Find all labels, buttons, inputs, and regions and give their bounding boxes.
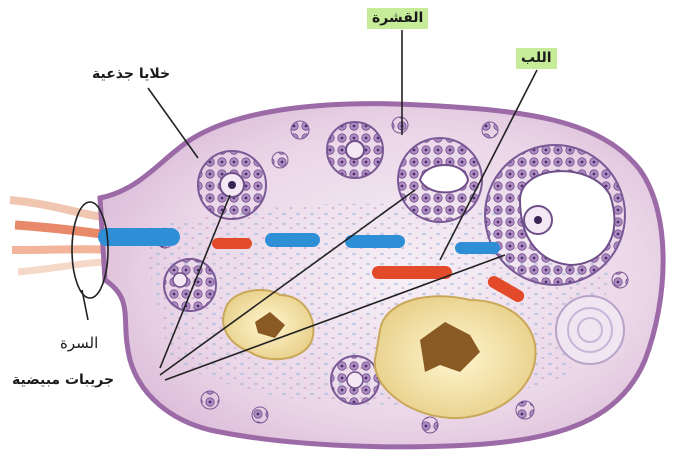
label-medulla: اللب: [516, 48, 557, 69]
label-hilum: السرة: [60, 336, 98, 351]
label-follicles: جريبات مبيضية: [12, 373, 114, 387]
label-germinal-cells: خلايا جذعية: [92, 67, 170, 81]
label-cortex: القشرة: [367, 8, 428, 29]
hilum-fibers: [10, 200, 110, 272]
